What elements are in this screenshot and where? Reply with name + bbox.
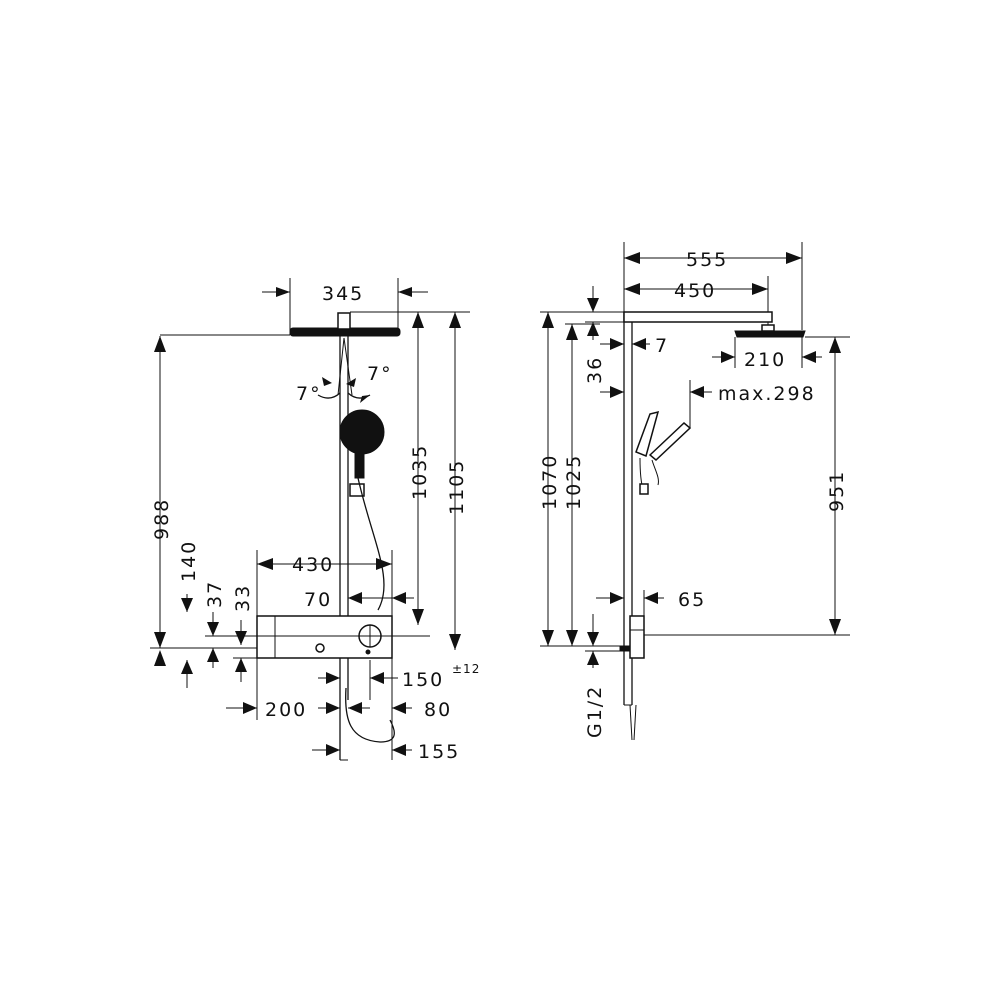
dim-36: 36 — [584, 356, 606, 384]
side-riser — [623, 312, 637, 741]
dim-1105-line: 1105 — [350, 311, 470, 650]
dim-1035: 1035 — [409, 444, 431, 500]
hose — [357, 477, 385, 611]
dim-1035-line: 1035 — [409, 312, 431, 625]
dim-210: 210 — [744, 349, 786, 371]
side-view: 555 450 7 36 — [539, 242, 850, 741]
dim-65: 65 — [678, 589, 706, 611]
dim-450-line: 450 — [624, 276, 769, 312]
dim-max298-line: max.298 — [600, 380, 816, 428]
dim-37: 37 — [204, 580, 226, 608]
dim-80: 80 — [424, 699, 452, 721]
dim-430: 430 — [292, 554, 334, 576]
front-view: 7° 7° — [150, 278, 480, 763]
dim-80-line: 80 — [348, 658, 452, 721]
thermostat-body — [256, 615, 430, 659]
dim-555-line: 555 — [623, 242, 803, 330]
dim-1105: 1105 — [446, 459, 468, 515]
dim-155-line: 155 — [312, 720, 460, 763]
dim-150-tolerance: ±12 — [452, 662, 480, 676]
dim-36-line: 36 — [584, 286, 624, 384]
dim-37-line: 37 — [204, 580, 257, 668]
dim-thread: G1/2 — [584, 685, 606, 738]
dim-951: 951 — [826, 470, 848, 512]
dim-1070: 1070 — [539, 454, 561, 510]
hand-shower — [339, 409, 385, 497]
dim-1025-line: 1025 — [563, 323, 600, 646]
dim-1070-line: 1070 — [539, 311, 620, 647]
dim-210-line: 210 — [712, 337, 822, 371]
dim-7: 7 — [655, 335, 669, 357]
side-hand-shower — [635, 410, 692, 495]
dim-988: 988 — [151, 498, 173, 540]
dim-angle-left: 7° — [296, 383, 322, 405]
dim-345: 345 — [322, 283, 364, 305]
dim-70: 70 — [304, 589, 332, 611]
dim-140: 140 — [178, 540, 200, 582]
dim-988-line: 988 — [150, 336, 257, 666]
dim-angle-right: 7° — [367, 363, 393, 385]
hose-lower — [345, 687, 395, 743]
angle-marks: 7° 7° — [296, 337, 393, 405]
dim-555: 555 — [686, 249, 728, 271]
dim-200: 200 — [265, 699, 307, 721]
dim-33-line: 33 — [232, 584, 257, 682]
dim-140-line: 140 — [178, 540, 200, 688]
dim-430-line: 430 — [256, 550, 393, 616]
dim-450: 450 — [674, 280, 716, 302]
dim-150-line: 150 ±12 — [318, 658, 480, 700]
dim-g12-line: G1/2 — [584, 614, 620, 738]
dim-7-line: 7 — [600, 335, 669, 357]
dim-951-line: 951 — [644, 336, 850, 636]
overhead-shower — [160, 312, 401, 337]
dim-345-line: 345 — [262, 278, 428, 335]
dim-150: 150 — [402, 669, 444, 691]
shower-arm — [623, 311, 806, 338]
dim-200-line: 200 — [226, 658, 340, 721]
dim-155: 155 — [418, 741, 460, 763]
dim-70-line: 70 — [304, 589, 414, 611]
riser-pipe — [339, 336, 349, 761]
dim-33: 33 — [232, 584, 254, 612]
side-thermostat — [619, 615, 645, 659]
dim-1025: 1025 — [563, 454, 585, 510]
dim-65-line: 65 — [596, 589, 706, 616]
dim-max298: max.298 — [718, 383, 816, 405]
